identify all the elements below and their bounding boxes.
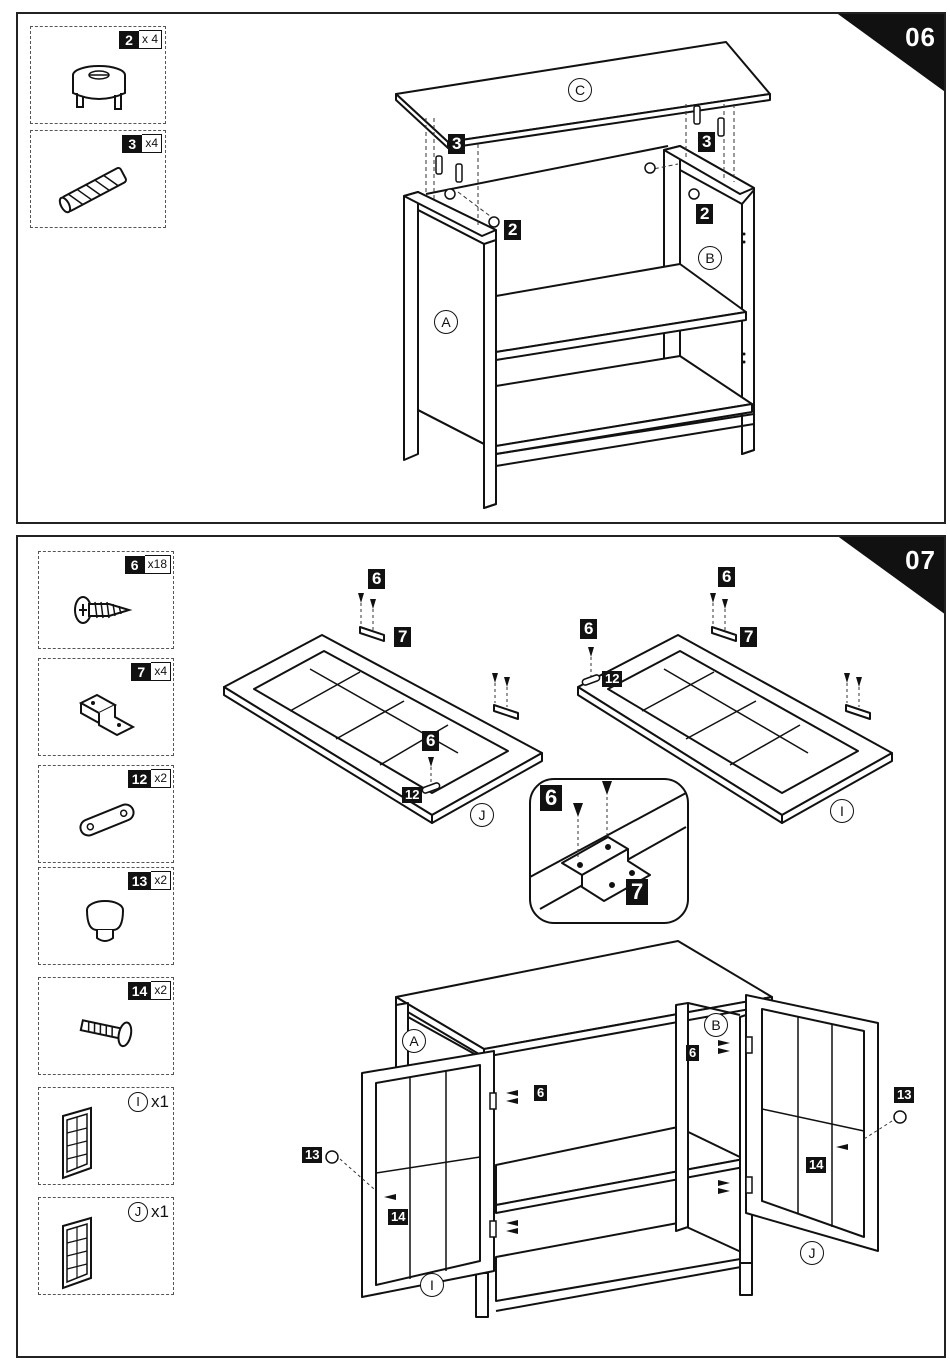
callout-part-7: 7 [740, 627, 757, 647]
callout-part-13: 13 [302, 1147, 322, 1163]
callout-part-2: 2 [504, 220, 521, 240]
callout-part-6: 6 [718, 567, 735, 587]
callout-part-6: 6 [580, 619, 597, 639]
callout-part-6: 6 [368, 569, 385, 589]
cabinet-top-assembly-diagram: C A B 3 3 2 2 [18, 14, 946, 524]
callout-part-3: 3 [448, 134, 465, 154]
callout-part-6: 6 [686, 1045, 699, 1061]
panel-label-c: C [568, 78, 592, 102]
callout-part-6: 6 [540, 785, 562, 811]
step-06-panel: 06 2 x 4 3 x4 [16, 12, 946, 524]
callout-part-12: 12 [602, 671, 622, 687]
panel-label-a: A [434, 310, 458, 334]
door-label-j: J [470, 803, 494, 827]
assembly-label-i: I [420, 1273, 444, 1297]
callout-part-14: 14 [806, 1157, 826, 1173]
callout-part-3: 3 [698, 132, 715, 152]
step-07-panel: 07 6 x18 7 x4 12 x2 [16, 535, 946, 1358]
callout-part-2: 2 [696, 204, 713, 224]
panel-label-b: B [698, 246, 722, 270]
door-assembly-diagram: J I A B I J 6 7 6 12 6 7 6 12 6 7 6 6 13… [18, 537, 946, 1358]
assembly-label-j: J [800, 1241, 824, 1265]
assembly-label-a: A [402, 1029, 426, 1053]
callout-part-13: 13 [894, 1087, 914, 1103]
callout-part-12: 12 [402, 787, 422, 803]
callout-part-7: 7 [394, 627, 411, 647]
door-label-i: I [830, 799, 854, 823]
callout-part-7: 7 [626, 879, 648, 905]
callout-part-14: 14 [388, 1209, 408, 1225]
callout-part-6: 6 [534, 1085, 547, 1101]
callout-part-6: 6 [422, 731, 439, 751]
assembly-label-b: B [704, 1013, 728, 1037]
